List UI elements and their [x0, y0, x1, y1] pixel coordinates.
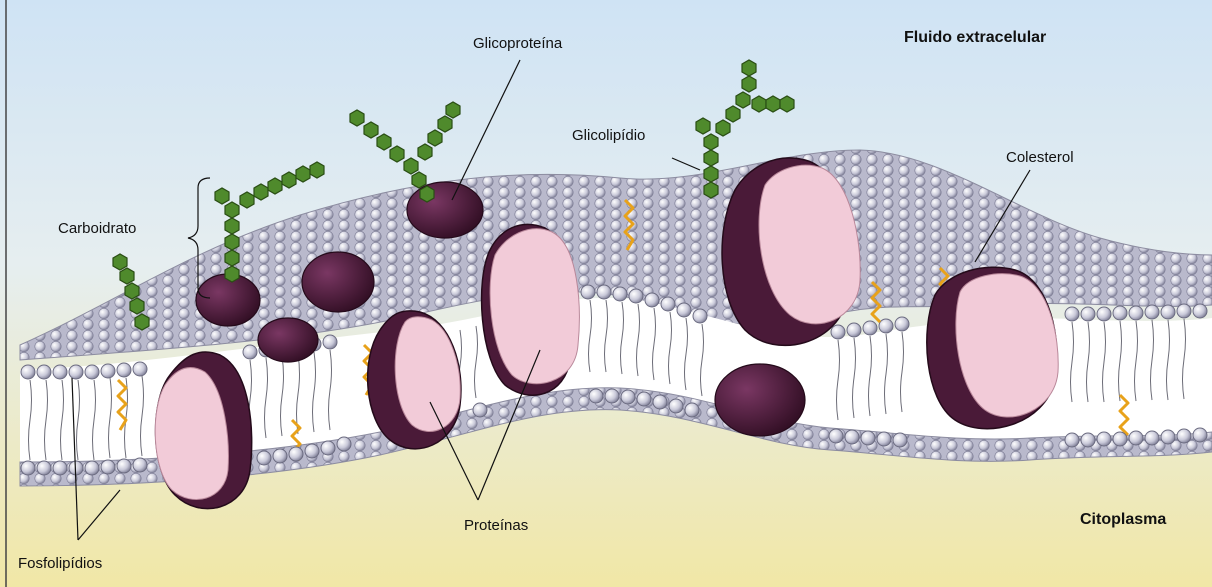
label-glicoproteina: Glicoproteína: [473, 35, 563, 52]
label-citoplasma: Citoplasma: [1080, 511, 1166, 528]
label-colesterol: Colesterol: [1006, 149, 1074, 166]
label-carboidrato: Carboidrato: [58, 220, 136, 237]
label-glicolipidio: Glicolipídio: [572, 127, 645, 144]
label-proteinas: Proteínas: [464, 517, 528, 534]
label-fosfolipidios: Fosfolipídios: [18, 555, 102, 572]
label-fluido-extracelular: Fluido extracelular: [904, 29, 1046, 46]
